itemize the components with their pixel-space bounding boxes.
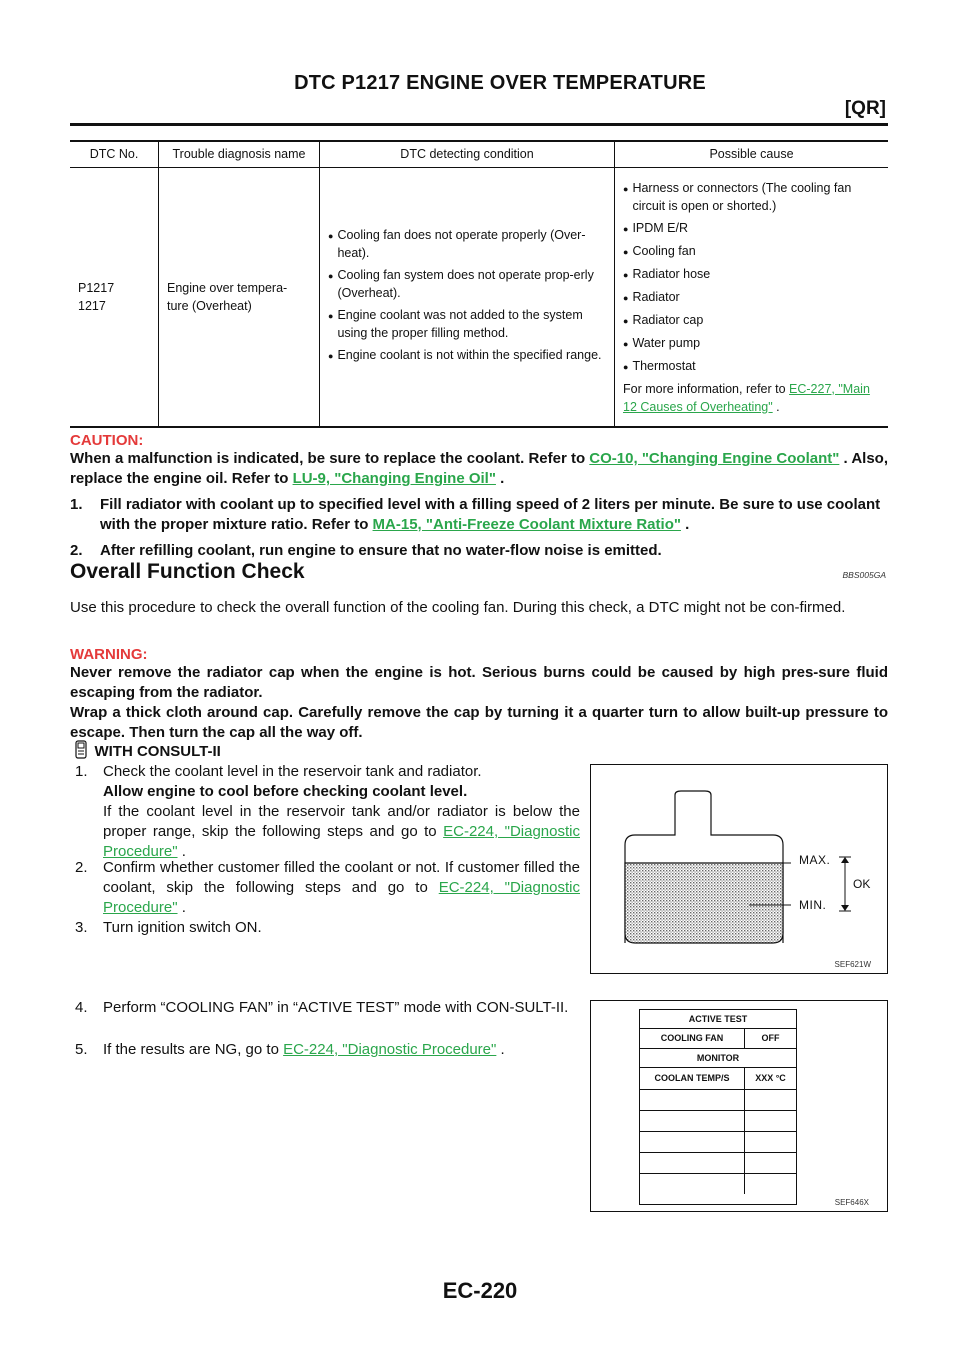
step-1-link[interactable]: EC-224, "Diagnostic Procedure" [103,823,580,860]
consult-heading: WITH CONSULT-II [72,740,221,762]
step-3: 3. Turn ignition switch ON. [75,919,262,936]
cause-cell: Harness or connectors (The cooling fan c… [614,167,888,428]
step-4: 4. Perform “COOLING FAN” in “ACTIVE TEST… [75,999,569,1016]
monitor-item: COOLAN TEMP/S [640,1068,745,1089]
condition-item: Engine coolant was not added to the syst… [328,306,606,342]
cause-item: IPDM E/R [623,219,880,238]
figure-caption: SEF621W [834,960,871,969]
screen-row [640,1174,796,1194]
condition-cell: Cooling fan does not operate properly (O… [319,167,615,428]
dtc-no-1: P1217 [78,281,115,295]
step-2-link[interactable]: EC-224, "Diagnostic Procedure" [103,879,581,916]
col-header-possible-cause: Possible cause [614,140,888,168]
max-label: MAX. [799,853,831,867]
caution-item-1: 1. Fill radiator with coolant up to spec… [70,496,881,533]
figure-caption: SEF646X [834,1198,869,1207]
cause-item: Cooling fan [623,242,880,261]
dtc-no-cell: P1217 1217 [70,167,159,428]
cause-item: Water pump [623,334,880,353]
monitor-title: MONITOR [640,1049,796,1068]
monitor-value: XXX °C [755,1073,786,1083]
screen-row: COOLAN TEMP/S XXX °C [640,1068,796,1090]
co-10-link[interactable]: CO-10, "Changing Engine Coolant" [589,450,840,467]
test-item: COOLING FAN [640,1029,745,1048]
section-code: [QR] [844,98,886,119]
active-test-figure: ACTIVE TEST COOLING FAN OFF MONITOR COOL… [590,1000,888,1212]
intro-text: Use this procedure to check the overall … [70,599,846,616]
step-2: 2. Confirm whether customer filled the c… [75,859,581,916]
diag-name-cell: Engine over tempera- ture (Overheat) [158,167,320,428]
warning-label: WARNING: [70,646,148,663]
ma-15-link[interactable]: MA-15, "Anti-Freeze Coolant Mixture Rati… [372,516,681,533]
dtc-no-2: 1217 [78,299,106,313]
warning-text-2: Wrap a thick cloth around cap. Carefully… [70,704,888,741]
cause-item: Thermostat [623,357,880,376]
cause-item: Radiator cap [623,311,880,330]
step-5-link[interactable]: EC-224, "Diagnostic Procedure" [283,1041,497,1058]
screen-row [640,1132,796,1153]
page-title: DTC P1217 ENGINE OVER TEMPERATURE [294,72,706,94]
dtc-table: DTC No. Trouble diagnosis name DTC detec… [70,140,888,428]
header-rule [70,123,888,126]
consult-heading-text: WITH CONSULT-II [94,743,221,760]
col-header-diag-name: Trouble diagnosis name [158,140,320,168]
caution-label: CAUTION: [70,432,144,449]
col-header-dtc-no: DTC No. [70,140,159,168]
consult-tool-icon [75,740,87,759]
screen-row [640,1153,796,1174]
more-info-link[interactable]: EC-227, "Main 12 Causes of Overheating" [623,381,870,414]
section-code-id: BBS005GA [842,570,886,580]
page-number: EC-220 [442,1278,518,1303]
condition-item: Cooling fan does not operate properly (O… [328,226,606,262]
ok-label: OK [853,877,871,891]
table-row: P1217 1217 Engine over tempera- ture (Ov… [70,167,888,428]
warning-block: WARNING: Never remove the radiator cap w… [70,646,888,743]
warning-text-1: Never remove the radiator cap when the e… [70,664,888,701]
step-5: 5. If the results are NG, go to EC-224, … [75,1041,505,1058]
min-label: MIN. [799,898,827,912]
condition-item: Cooling fan system does not operate prop… [328,266,606,302]
step-1: 1. Check the coolant level in the reserv… [75,763,580,860]
caution-text: When a malfunction is indicated, be sure… [70,450,888,487]
cause-item: Harness or connectors (The cooling fan c… [623,179,880,215]
caution-block: CAUTION: When a malfunction is indicated… [70,432,888,561]
cause-item: Radiator [623,288,880,307]
diag-name-1: Engine over tempera- [167,281,288,295]
more-info: For more information, refer to EC-227, "… [623,381,870,414]
consult-screen: ACTIVE TEST COOLING FAN OFF MONITOR COOL… [639,1009,797,1205]
condition-item: Engine coolant is not within the specifi… [328,346,606,365]
test-item-value: OFF [761,1033,780,1043]
diag-name-2: ture (Overheat) [167,299,252,313]
lu-9-link[interactable]: LU-9, "Changing Engine Oil" [292,470,496,487]
col-header-condition: DTC detecting condition [319,140,615,168]
section-heading: Overall Function Check [70,560,305,583]
reservoir-figure: MAX. MIN. OK SEF621W [590,764,888,974]
screen-row [640,1111,796,1132]
screen-row [640,1090,796,1111]
active-test-title: ACTIVE TEST [640,1010,796,1029]
reservoir-tank-drawing [624,790,851,944]
cause-item: Radiator hose [623,265,880,284]
caution-item-2: 2. After refilling coolant, run engine t… [70,542,662,559]
screen-row: COOLING FAN OFF [640,1029,796,1049]
